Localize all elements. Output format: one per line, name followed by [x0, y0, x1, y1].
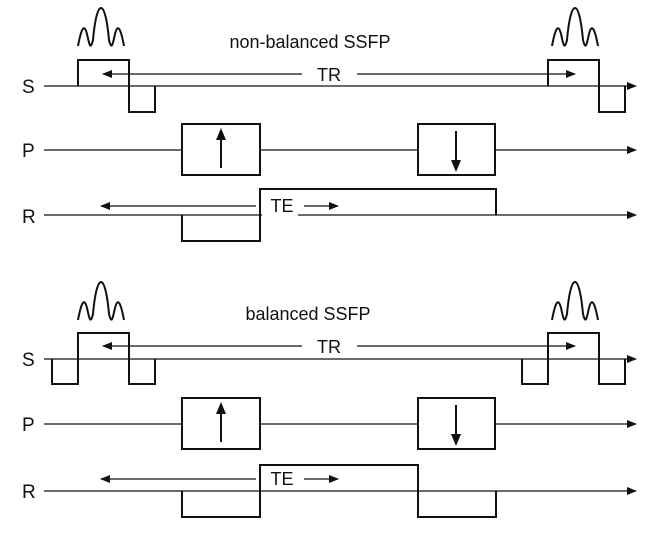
panel-title: non-balanced SSFP [229, 32, 390, 52]
readout-gradient [181, 188, 497, 242]
tr-label: TR [317, 65, 341, 85]
readout-gradient [181, 464, 497, 518]
phase-channel: P [22, 123, 637, 176]
te-span: TE [100, 467, 339, 489]
arrow-up-icon [216, 402, 226, 414]
slice-gradient-left [77, 59, 156, 113]
readout-axis-label: R [22, 207, 36, 228]
slice-axis-label: S [22, 77, 35, 98]
slice-axis-label: S [22, 350, 35, 371]
phase-channel: P [22, 397, 637, 450]
rf-sinc-pulse-icon [77, 6, 125, 47]
arrow-down-icon [451, 160, 461, 172]
tr-span: TR [102, 337, 576, 357]
te-label: TE [270, 196, 293, 216]
readout-channel: R TE [22, 188, 637, 242]
rf-sinc-pulse-icon [77, 280, 125, 321]
phase-axis-label: P [22, 141, 35, 162]
rf-sinc-pulse-icon [551, 6, 599, 47]
panel-balanced: balanced SSFP S TR P [22, 280, 637, 518]
panel-non-balanced: non-balanced SSFP S TR P [22, 6, 637, 242]
readout-axis-label: R [22, 482, 36, 503]
slice-channel: S TR [22, 280, 637, 385]
arrow-up-icon [216, 128, 226, 140]
slice-gradient-right [547, 59, 626, 113]
arrow-down-icon [451, 434, 461, 446]
panel-title: balanced SSFP [245, 304, 370, 324]
rf-sinc-pulse-icon [551, 280, 599, 321]
te-label: TE [270, 469, 293, 489]
phase-axis-label: P [22, 415, 35, 436]
te-span: TE [100, 194, 339, 216]
tr-label: TR [317, 337, 341, 357]
slice-channel: S TR [22, 6, 637, 113]
tr-span: TR [102, 65, 576, 85]
readout-channel: R TE [22, 464, 637, 518]
slice-gradient-right [521, 332, 626, 385]
slice-gradient-left [51, 332, 156, 385]
